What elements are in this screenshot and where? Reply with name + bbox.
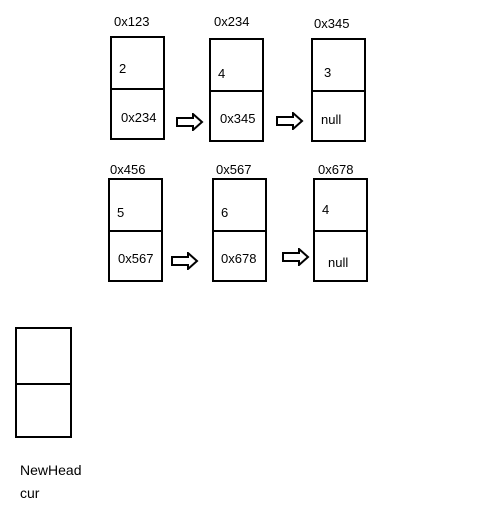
node-value: 2 — [119, 61, 127, 76]
arrow-icon — [171, 252, 199, 270]
node-divider — [110, 230, 161, 232]
node-divider — [214, 230, 265, 232]
node-next-pointer: 0x345 — [220, 111, 256, 126]
row2-node-1: 5 0x567 — [108, 178, 163, 282]
row1-node-2-address: 0x234 — [214, 14, 250, 29]
node-value: 4 — [322, 202, 330, 217]
node-divider — [315, 230, 366, 232]
node-divider — [211, 90, 262, 92]
node-value: 4 — [218, 66, 226, 81]
arrow-icon — [276, 112, 304, 130]
node-next-pointer: null — [328, 255, 349, 270]
node-value: 3 — [324, 65, 332, 80]
row2-node-2-address: 0x567 — [216, 162, 252, 177]
row2-node-1-address: 0x456 — [110, 162, 146, 177]
node-value: 5 — [117, 205, 125, 220]
arrow-icon — [282, 248, 310, 266]
node-next-pointer: 0x567 — [118, 251, 154, 266]
node-next-pointer: null — [321, 112, 342, 127]
node-value: 6 — [221, 205, 229, 220]
row2-node-2: 6 0x678 — [212, 178, 267, 282]
row1-node-1-address: 0x123 — [114, 14, 150, 29]
node-divider — [112, 88, 163, 90]
row2-node-3: 4 null — [313, 178, 368, 282]
row1-node-1: 2 0x234 — [110, 36, 165, 140]
node-divider — [313, 90, 364, 92]
row1-node-2: 4 0x345 — [209, 38, 264, 142]
row1-node-3: 3 null — [311, 38, 366, 142]
arrow-icon — [176, 113, 204, 131]
row2-node-3-address: 0x678 — [318, 162, 354, 177]
new-head-label: NewHead — [20, 462, 82, 478]
row1-node-3-address: 0x345 — [314, 16, 350, 31]
node-next-pointer: 0x678 — [221, 251, 257, 266]
node-divider — [17, 383, 70, 385]
new-node — [15, 327, 72, 438]
cur-label: cur — [20, 485, 40, 501]
node-next-pointer: 0x234 — [121, 110, 157, 125]
